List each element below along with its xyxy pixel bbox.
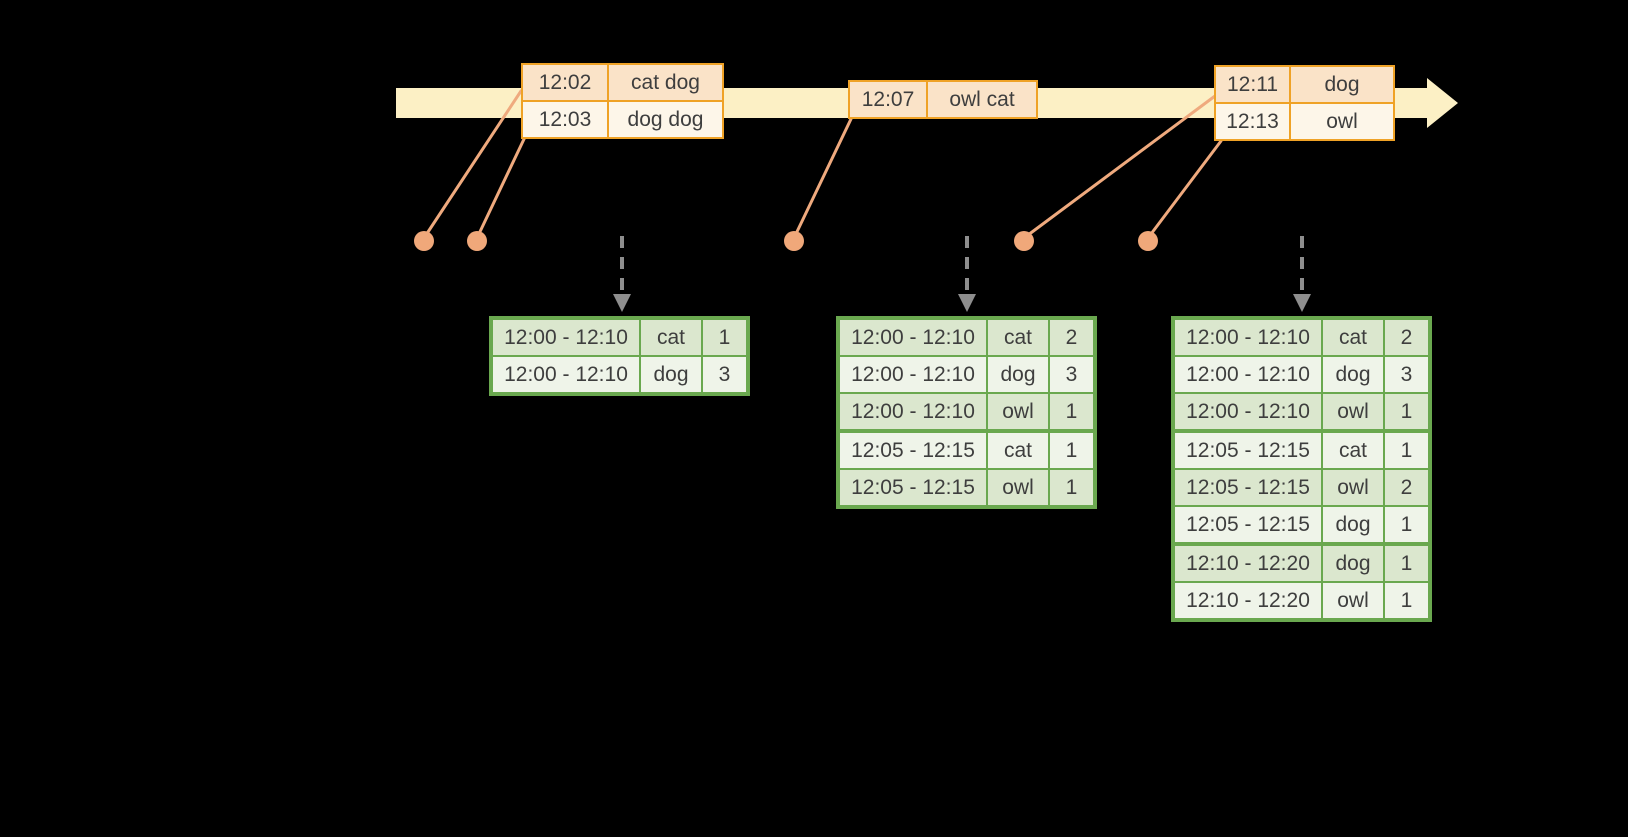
count-cell: 1	[1385, 507, 1428, 542]
event-box-3: 12:11 dog 12:13 owl	[1214, 65, 1395, 141]
table-row: 12:00 - 12:10 cat 1	[493, 320, 746, 355]
window-cell: 12:10 - 12:20	[1175, 583, 1321, 618]
event-time: 12:13	[1216, 104, 1289, 139]
table-row: 12:00 - 12:10 dog 3	[493, 357, 746, 392]
event-connector-lines	[422, 89, 1223, 240]
word-cell: cat	[1323, 320, 1383, 355]
trigger-arrow-icons	[620, 236, 1304, 295]
window-cell: 12:05 - 12:15	[840, 470, 986, 505]
table-row: 12:05 - 12:15 cat 1	[840, 433, 1093, 468]
table-row: 12:00 - 12:10 owl 1	[840, 394, 1093, 429]
table-row: 12:10 - 12:20 owl 1	[1175, 583, 1428, 618]
window-cell: 12:00 - 12:10	[1175, 357, 1321, 392]
count-cell: 2	[1385, 470, 1428, 505]
word-cell: dog	[1323, 507, 1383, 542]
count-cell: 1	[1050, 470, 1093, 505]
window-cell: 12:00 - 12:10	[493, 357, 639, 392]
window-cell: 12:00 - 12:10	[840, 320, 986, 355]
event-box-2: 12:07 owl cat	[848, 80, 1038, 119]
event-row: 12:11 dog	[1216, 67, 1393, 102]
word-cell: cat	[988, 320, 1048, 355]
event-time: 12:11	[1216, 67, 1289, 102]
count-cell: 1	[1385, 583, 1428, 618]
word-cell: cat	[988, 433, 1048, 468]
count-cell: 3	[703, 357, 746, 392]
event-words: cat dog	[609, 65, 722, 100]
count-cell: 3	[1385, 357, 1428, 392]
event-time: 12:07	[850, 82, 926, 117]
word-cell: owl	[1323, 394, 1383, 429]
table-row: 12:05 - 12:15 dog 1	[1175, 507, 1428, 542]
event-words: owl cat	[928, 82, 1036, 117]
trigger-arrowheads	[613, 294, 1311, 312]
table-row: 12:05 - 12:15 owl 1	[840, 470, 1093, 505]
word-cell: cat	[1323, 433, 1383, 468]
event-box-1: 12:02 cat dog 12:03 dog dog	[521, 63, 724, 139]
word-cell: owl	[1323, 583, 1383, 618]
count-cell: 2	[1050, 320, 1093, 355]
table-row: 12:00 - 12:10 cat 2	[840, 320, 1093, 355]
count-cell: 1	[1385, 433, 1428, 468]
word-cell: dog	[641, 357, 701, 392]
table-row: 12:05 - 12:15 cat 1	[1175, 433, 1428, 468]
event-row: 12:07 owl cat	[850, 82, 1036, 117]
count-cell: 1	[703, 320, 746, 355]
word-cell: dog	[1323, 546, 1383, 581]
word-cell: owl	[988, 470, 1048, 505]
result-table-3: 12:00 - 12:10 cat 2 12:00 - 12:10 dog 3 …	[1171, 316, 1432, 622]
event-words: dog dog	[609, 102, 722, 137]
word-cell: cat	[641, 320, 701, 355]
table-row: 12:10 - 12:20 dog 1	[1175, 546, 1428, 581]
window-cell: 12:05 - 12:15	[1175, 470, 1321, 505]
table-row: 12:00 - 12:10 dog 3	[840, 357, 1093, 392]
table-row: 12:00 - 12:10 owl 1	[1175, 394, 1428, 429]
result-table-2: 12:00 - 12:10 cat 2 12:00 - 12:10 dog 3 …	[836, 316, 1097, 509]
event-row: 12:03 dog dog	[523, 102, 722, 137]
event-dots	[414, 231, 1158, 251]
count-cell: 1	[1385, 546, 1428, 581]
window-cell: 12:05 - 12:15	[840, 433, 986, 468]
word-cell: owl	[1323, 470, 1383, 505]
word-cell: dog	[988, 357, 1048, 392]
window-cell: 12:00 - 12:10	[493, 320, 639, 355]
event-row: 12:13 owl	[1216, 104, 1393, 139]
table-row: 12:00 - 12:10 cat 2	[1175, 320, 1428, 355]
table-row: 12:00 - 12:10 dog 3	[1175, 357, 1428, 392]
window-cell: 12:05 - 12:15	[1175, 433, 1321, 468]
event-time: 12:03	[523, 102, 607, 137]
window-cell: 12:05 - 12:15	[1175, 507, 1321, 542]
count-cell: 1	[1050, 433, 1093, 468]
event-words: dog	[1291, 67, 1393, 102]
count-cell: 1	[1385, 394, 1428, 429]
window-cell: 12:00 - 12:10	[840, 357, 986, 392]
table-row: 12:05 - 12:15 owl 2	[1175, 470, 1428, 505]
window-cell: 12:00 - 12:10	[1175, 320, 1321, 355]
event-words: owl	[1291, 104, 1393, 139]
window-cell: 12:00 - 12:10	[1175, 394, 1321, 429]
count-cell: 3	[1050, 357, 1093, 392]
count-cell: 2	[1385, 320, 1428, 355]
count-cell: 1	[1050, 394, 1093, 429]
result-table-1: 12:00 - 12:10 cat 1 12:00 - 12:10 dog 3	[489, 316, 750, 396]
window-cell: 12:10 - 12:20	[1175, 546, 1321, 581]
word-cell: owl	[988, 394, 1048, 429]
event-time: 12:02	[523, 65, 607, 100]
window-cell: 12:00 - 12:10	[840, 394, 986, 429]
event-row: 12:02 cat dog	[523, 65, 722, 100]
word-cell: dog	[1323, 357, 1383, 392]
